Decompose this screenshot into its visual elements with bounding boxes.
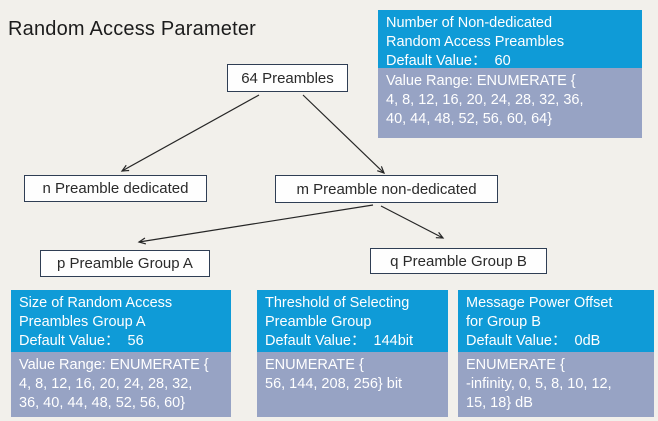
- info-range-line: Value Range: ENUMERATE {: [386, 73, 576, 89]
- info-title-line: Number of Non-dedicated: [386, 15, 553, 31]
- info-value-range: Value Range: ENUMERATE { 4, 8, 12, 16, 2…: [11, 352, 231, 417]
- info-title-line: Preamble Group: [265, 314, 372, 330]
- info-box-group-a-size: Size of Random Access Preambles Group A …: [11, 290, 231, 417]
- info-title-line: Size of Random Access: [19, 295, 173, 311]
- arrow-root-to-dedicated: [122, 94, 260, 171]
- flow-box-preamble-non-dedicated: m Preamble non-dedicated: [275, 175, 498, 203]
- info-title-line: Random Access Preambles: [386, 34, 565, 50]
- info-range-line: ENUMERATE {: [466, 357, 565, 373]
- info-header: Number of Non-dedicated Random Access Pr…: [378, 10, 642, 68]
- flow-box-preamble-group-b: q Preamble Group B: [370, 248, 547, 274]
- info-value-range: Value Range: ENUMERATE { 4, 8, 12, 16, 2…: [378, 68, 642, 138]
- info-value-range: ENUMERATE { -infinity, 0, 5, 8, 10, 12, …: [458, 352, 654, 417]
- info-range-line: 4, 8, 12, 16, 20, 24, 28, 32,: [19, 376, 193, 392]
- info-default-value: Default Value： 60: [386, 53, 511, 68]
- page-title: Random Access Parameter: [8, 18, 257, 40]
- info-range-line: 56, 144, 208, 256} bit: [265, 376, 403, 392]
- info-title-line: for Group B: [466, 314, 541, 330]
- arrow-root-to-non-dedicated: [302, 94, 384, 173]
- info-title-line: Preambles Group A: [19, 314, 146, 330]
- info-range-line: 4, 8, 12, 16, 20, 24, 28, 32, 36,: [386, 92, 584, 108]
- info-default-value: Default Value： 0dB: [466, 333, 601, 349]
- flow-box-64-preambles: 64 Preambles: [227, 64, 348, 92]
- info-box-non-dedicated-preambles: Number of Non-dedicated Random Access Pr…: [378, 10, 642, 138]
- info-box-threshold: Threshold of Selecting Preamble Group De…: [257, 290, 448, 417]
- info-default-value: Default Value： 56: [19, 333, 144, 349]
- arrow-non-dedicated-to-group-a: [139, 204, 374, 242]
- info-range-line: ENUMERATE {: [265, 357, 364, 373]
- info-range-line: 15, 18} dB: [466, 395, 533, 411]
- info-title-line: Threshold of Selecting: [265, 295, 410, 311]
- info-value-range: ENUMERATE { 56, 144, 208, 256} bit: [257, 352, 448, 417]
- flow-box-preamble-group-a: p Preamble Group A: [40, 250, 210, 277]
- info-header: Threshold of Selecting Preamble Group De…: [257, 290, 448, 352]
- flow-box-preamble-dedicated: n Preamble dedicated: [24, 175, 207, 202]
- info-default-value: Default Value： 144bit: [265, 333, 414, 349]
- info-title-line: Message Power Offset: [466, 295, 613, 311]
- info-box-power-offset: Message Power Offset for Group B Default…: [458, 290, 654, 417]
- info-header: Message Power Offset for Group B Default…: [458, 290, 654, 352]
- info-range-line: -infinity, 0, 5, 8, 10, 12,: [466, 376, 612, 392]
- info-header: Size of Random Access Preambles Group A …: [11, 290, 231, 352]
- info-range-line: Value Range: ENUMERATE {: [19, 357, 209, 373]
- arrow-non-dedicated-to-group-b: [380, 205, 443, 238]
- info-range-line: 40, 44, 48, 52, 56, 60, 64}: [386, 111, 553, 127]
- info-range-line: 36, 40, 44, 48, 52, 56, 60}: [19, 395, 186, 411]
